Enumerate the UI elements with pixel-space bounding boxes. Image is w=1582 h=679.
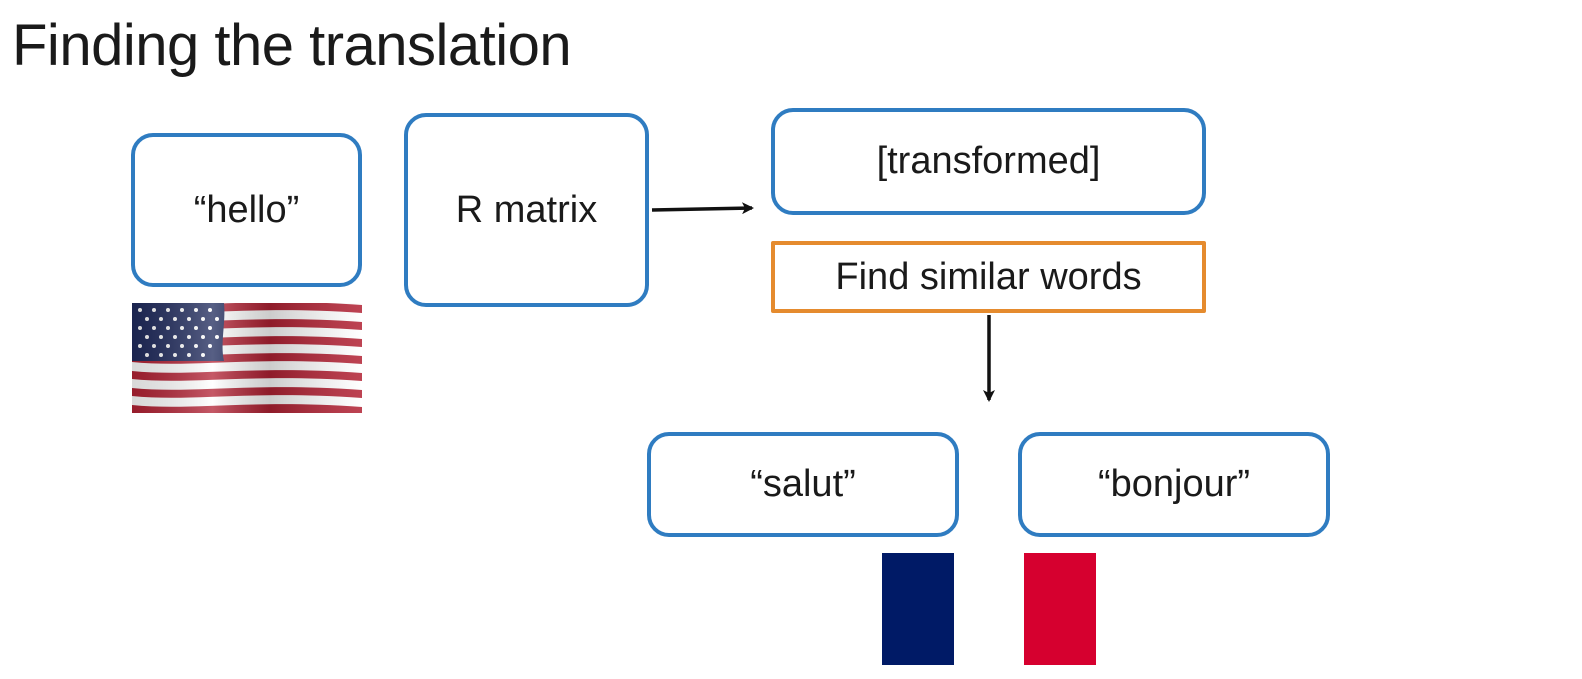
french-flag-blue-stripe [882,553,954,665]
r-matrix-box: R matrix [404,113,649,307]
transformed-label: [transformed] [876,140,1101,182]
french-flag-red-stripe [1024,553,1096,665]
salut-word-label: “salut” [750,463,856,505]
arrow-to-transformed [651,202,754,215]
us-flag-icon [132,303,362,413]
r-matrix-label: R matrix [455,188,598,231]
hello-word-label: “hello” [193,188,300,231]
bonjour-word-box: “bonjour” [1018,432,1330,537]
salut-word-box: “salut” [647,432,959,537]
bonjour-word-label: “bonjour” [1097,463,1251,505]
transformed-box: [transformed] [771,108,1206,215]
find-similar-words-box: Find similar words [771,241,1206,313]
slide-title: Finding the translation [12,13,572,78]
hello-word-box: “hello” [131,133,362,287]
find-similar-words-label: Find similar words [835,255,1142,298]
